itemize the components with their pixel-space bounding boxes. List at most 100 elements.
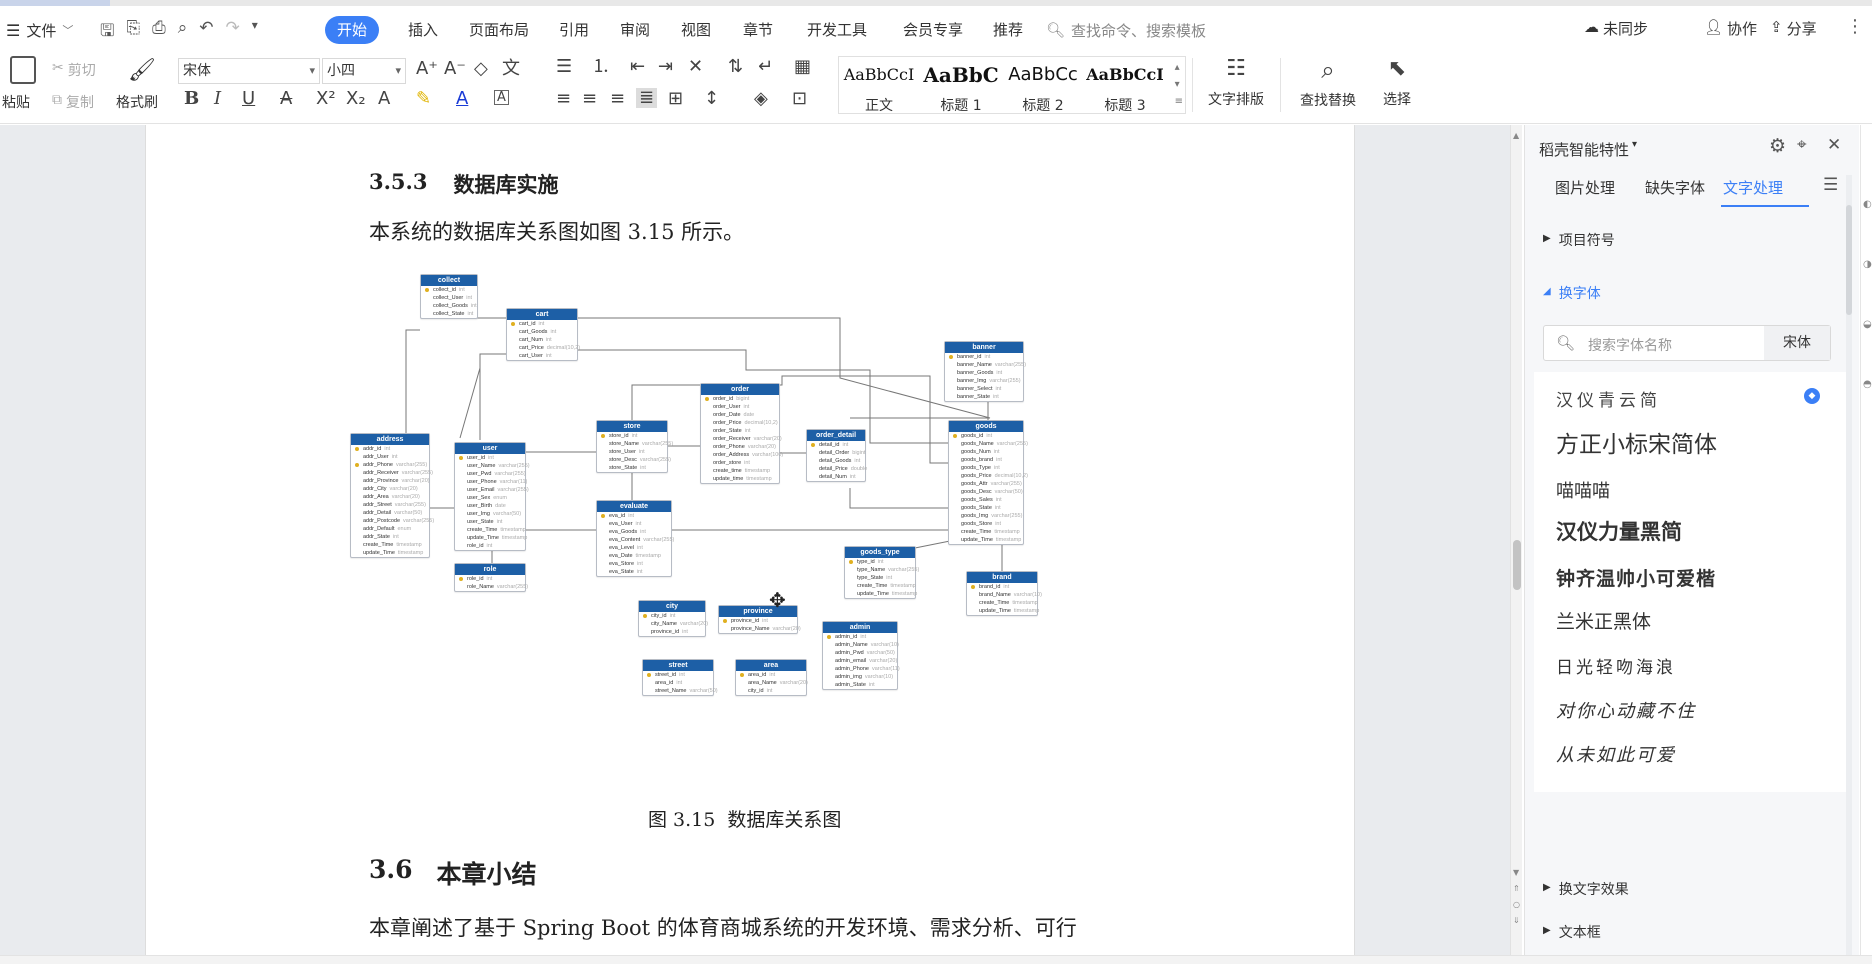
menu-file[interactable]: ☰ 文件 ﹀ [6,16,73,44]
format-painter-button[interactable]: 🖌︎ 格式刷 [114,56,164,116]
font-name-select[interactable]: 宋体 [178,58,320,84]
tab-3[interactable]: 引用 [559,21,590,39]
align-right-icon[interactable]: ≡ [610,88,626,109]
collab-button[interactable]: 👤︎协作 [1704,18,1757,39]
tab-1[interactable]: 插入 [408,21,439,39]
text-effect-icon[interactable]: A [378,88,391,109]
tab-7[interactable]: 开发工具 [807,21,868,39]
share-button[interactable]: ⇪分享 [1770,18,1817,39]
subscript-icon[interactable]: X₂ [346,88,366,109]
font-item[interactable]: 喵喵喵 [1556,481,1610,502]
redo-icon[interactable]: ↷ [225,18,240,38]
panel-title[interactable]: 稻壳智能特性 ▾ [1539,139,1637,160]
scroll-down-icon[interactable]: ▼⇑○⇓ [1513,868,1520,925]
font-item[interactable]: 钟齐温帅小可爱楷 [1556,568,1717,590]
save-as-icon[interactable]: ⎘ [126,18,141,38]
shrink-font-icon[interactable]: A⁻ [444,58,466,79]
more-icon[interactable]: ⋮ [1846,16,1864,37]
section-bullets[interactable]: ▶ 项目符号 [1543,230,1615,250]
side-tool-icon[interactable]: ◐◑◒◓ [1863,199,1872,390]
customize-qat-icon[interactable]: ▾ [251,18,258,32]
justify-icon[interactable]: ≣ [636,88,658,108]
style-normal[interactable]: AaBbCcI 正文 [839,61,919,115]
superscript-icon[interactable]: X² [316,88,336,109]
select-button[interactable]: ⬉ 选择 [1372,56,1422,116]
tab-9[interactable]: 推荐 [993,21,1024,39]
tab-0[interactable]: 开始 [325,16,380,44]
style-heading2[interactable]: AaBbCc 标题 2 [1003,61,1083,115]
distributed-icon[interactable]: ⊞ [668,88,684,109]
tab-8[interactable]: 会员专享 [903,21,964,39]
current-font-badge[interactable]: 宋体 [1764,326,1830,360]
font-color-icon[interactable]: A [456,88,469,109]
panel-tab-text[interactable]: 文字处理 [1723,179,1784,197]
text-layout-button[interactable]: ☷ 文字排版 [1200,56,1272,116]
style-heading3[interactable]: AaBbCcI 标题 3 [1085,61,1165,115]
scroll-up-icon[interactable]: ▲ [1513,131,1520,140]
font-item[interactable]: 汉仪力量黑简 [1556,520,1682,544]
pin-icon[interactable]: ⌖ [1797,135,1807,155]
tab-2[interactable]: 页面布局 [469,21,530,39]
font-item[interactable]: 汉仪青云简 [1556,391,1661,411]
highlight-icon[interactable]: ✎ [416,88,432,109]
tab-5[interactable]: 视图 [681,21,712,39]
panel-scrollbar[interactable] [1846,175,1852,955]
close-icon[interactable]: ✕ [1827,135,1842,155]
underline-icon[interactable]: U [242,88,256,109]
font-item[interactable]: 日光轻吻海浪 [1556,658,1676,678]
find-replace-button[interactable]: ⌕ 查找替换 [1290,56,1366,116]
panel-scrollbar-thumb[interactable] [1846,205,1852,315]
line-spacing-icon[interactable]: ↕ [704,88,720,109]
borders-icon[interactable]: ⊡ [792,88,808,109]
font-item[interactable]: 兰米正黑体 [1556,611,1652,633]
sync-status[interactable]: ☁︎未同步 [1584,18,1648,39]
phonetic-icon[interactable]: 文 [502,58,520,79]
sort-icon[interactable]: ⇅ [728,56,744,77]
font-item[interactable]: 从未如此可爱 [1556,745,1676,766]
panel-tab-missing-fonts[interactable]: 缺失字体 [1645,179,1706,197]
align-left-icon[interactable]: ≡ [556,88,572,109]
font-item[interactable]: 对你心动藏不住 [1556,701,1696,722]
command-search[interactable]: 🔍︎ 查找命令、搜索模板 [1046,18,1206,42]
save-icon[interactable]: 🖫 [100,21,115,41]
panel-tab-image[interactable]: 图片处理 [1555,179,1616,197]
document-scrollbar[interactable]: ▲ ▼⇑○⇓ [1510,125,1522,955]
font-search-box[interactable]: 🔍︎ 搜索字体名称 宋体 [1543,325,1831,361]
tab-4[interactable]: 审阅 [620,21,651,39]
section-text-effect[interactable]: ▶ 换文字效果 [1543,879,1629,899]
styles-scroll-icon[interactable]: ▴▾≡ [1174,62,1183,107]
decrease-indent-icon[interactable]: ⇤ [630,56,646,77]
section-textbox[interactable]: ▶ 文本框 [1543,922,1601,942]
font-size-select[interactable]: 小四 [322,58,406,84]
tab-6[interactable]: 章节 [743,21,774,39]
print-icon[interactable]: ⎙ [152,18,166,38]
italic-icon[interactable]: I [214,88,222,109]
increase-indent-icon[interactable]: ⇥ [658,56,674,77]
chinese-layout-icon[interactable]: ✕ [688,56,704,77]
copy-button[interactable]: ⧉ 复制 [52,92,94,112]
table-grid-icon[interactable]: ▦ [794,56,812,77]
settings-icon[interactable]: ⚙ [1769,135,1787,157]
panel-menu-icon[interactable]: ☰ [1823,175,1839,195]
section-font[interactable]: ◢ 换字体 [1543,283,1601,303]
char-border-icon[interactable]: A [494,90,509,105]
shading-icon[interactable]: ◈ [754,88,768,109]
style-heading1[interactable]: AaBbC 标题 1 [921,61,1001,115]
document-page[interactable]: 3.5.3 数据库实施 本系统的数据库关系图如图 3.15 所示。 图 3.15… [145,125,1355,955]
paste-button[interactable]: 粘贴 [2,56,44,116]
bullets-icon[interactable]: ☰ [556,56,573,77]
cut-button[interactable]: ✂ 剪切 [52,60,96,80]
undo-icon[interactable]: ↶ [199,18,214,38]
strikethrough-icon[interactable]: A [280,88,293,109]
show-marks-icon[interactable]: ↵ [758,56,774,77]
scrollbar-thumb[interactable] [1513,540,1521,590]
print-preview-icon[interactable]: ⌕ [177,18,188,38]
bold-icon[interactable]: B [184,88,200,109]
numbering-icon[interactable]: ⒈ [592,56,610,77]
font-item[interactable]: 方正小标宋简体 [1556,432,1717,458]
grow-font-icon[interactable]: A⁺ [416,58,438,79]
document-workspace[interactable]: 3.5.3 数据库实施 本系统的数据库关系图如图 3.15 所示。 图 3.15… [0,125,1510,955]
align-center-icon[interactable]: ≡ [582,88,598,109]
clear-format-icon[interactable]: ◇ [474,58,488,79]
